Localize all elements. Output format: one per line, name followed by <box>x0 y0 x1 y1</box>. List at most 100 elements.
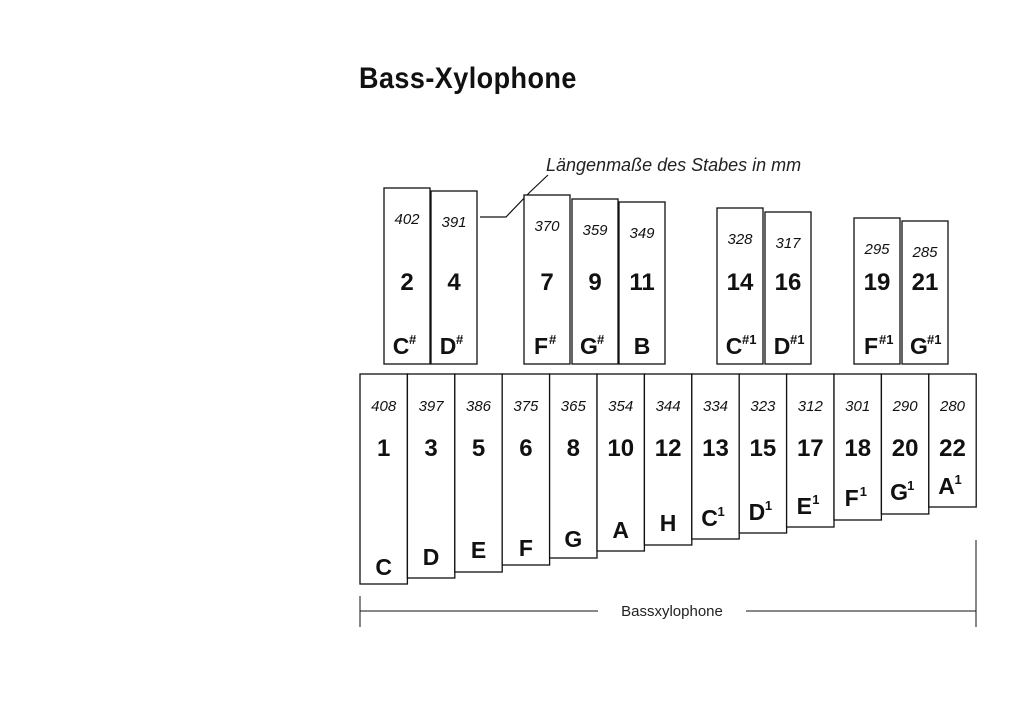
bar-accidental: 1 <box>765 498 772 513</box>
bar-number: 1 <box>377 435 390 462</box>
bar-length: 402 <box>394 211 420 228</box>
bar-accidental: # <box>549 332 557 347</box>
bar-note: C <box>726 333 743 359</box>
bar-number: 18 <box>844 435 871 462</box>
bar-length: 285 <box>911 244 938 261</box>
bar-14: 328 14C#1 <box>716 207 764 365</box>
bar-number: 11 <box>629 269 654 296</box>
bar-note: G <box>890 479 908 505</box>
bar-note: D <box>774 333 791 359</box>
bar-5: 386 5E <box>454 373 503 573</box>
bar-length: 290 <box>892 398 919 415</box>
bar-length: 365 <box>561 398 587 415</box>
bar-rect <box>618 201 666 365</box>
bar-length: 344 <box>656 398 681 415</box>
bar-number: 7 <box>540 269 553 296</box>
bar-note: C <box>393 333 410 359</box>
bar-rect <box>880 373 930 515</box>
bar-note: D <box>423 544 440 570</box>
bar-rect <box>833 373 883 521</box>
bar-length: 312 <box>798 398 824 415</box>
sharp-bars-row: 4022C#3914D#3707F#3599G#34911B32814C#131… <box>383 187 949 365</box>
bar-note: A <box>938 473 955 499</box>
bar-note: B <box>634 333 651 359</box>
bar-number: 3 <box>424 435 437 462</box>
bar-length: 359 <box>582 222 608 239</box>
bar-number: 20 <box>892 435 919 462</box>
bar-length: 370 <box>534 218 560 235</box>
bar-number: 4 <box>447 269 461 296</box>
bar-accidental: #1 <box>742 332 756 347</box>
bar-4: 391 4D# <box>430 190 478 365</box>
bar-number: 5 <box>472 435 485 462</box>
bar-note: F <box>534 333 548 359</box>
bar-rect <box>853 217 901 365</box>
bar-11: 349 11B <box>618 201 666 365</box>
bar-note: C <box>701 505 718 531</box>
bar-accidental: 1 <box>860 484 867 499</box>
bar-number: 12 <box>655 435 682 462</box>
bar-length: 317 <box>775 235 801 252</box>
bar-number: 6 <box>519 435 532 462</box>
bar-note: D <box>749 499 766 525</box>
bar-note: G <box>564 526 582 552</box>
bar-length: 391 <box>441 214 466 231</box>
bar-note: E <box>471 537 486 563</box>
bar-length: 280 <box>939 398 966 415</box>
bar-number: 16 <box>775 269 802 296</box>
bar-7: 370 7F# <box>523 194 571 365</box>
bar-number: 9 <box>588 269 601 296</box>
bar-number: 17 <box>797 435 824 462</box>
bar-rect <box>501 373 551 566</box>
bar-length: 354 <box>608 398 633 415</box>
bar-accidental: #1 <box>927 332 941 347</box>
bar-length: 323 <box>750 398 776 415</box>
dimension-label: Bassxylophone <box>621 603 723 620</box>
bar-number: 10 <box>607 435 634 462</box>
bar-rect <box>406 373 456 579</box>
bar-accidental: # <box>409 332 417 347</box>
annotation-leader-line <box>480 174 549 218</box>
bar-note: A <box>612 517 629 543</box>
bar-note: C <box>375 554 392 580</box>
bar-rect <box>764 211 812 365</box>
bar-note: D <box>440 333 457 359</box>
bar-10: 354 10A <box>596 373 646 552</box>
bar-accidental: 1 <box>812 492 819 507</box>
bar-length: 301 <box>845 398 870 415</box>
bar-accidental: 1 <box>955 472 962 487</box>
page-title: Bass-Xylophone <box>359 62 577 95</box>
bar-number: 14 <box>727 269 754 296</box>
bar-length: 349 <box>629 225 655 242</box>
bar-number: 22 <box>939 435 966 462</box>
bar-length: 386 <box>466 398 492 415</box>
bar-length: 408 <box>371 398 397 415</box>
bar-accidental: # <box>456 332 464 347</box>
bar-rect <box>454 373 503 573</box>
bar-note: G <box>910 333 928 359</box>
bar-rect <box>738 373 788 534</box>
dimension-line: Bassxylophone <box>359 540 977 627</box>
bar-rect <box>383 187 431 365</box>
bar-rect <box>430 190 478 365</box>
bar-rect <box>359 373 409 585</box>
length-annotation: Längenmaße des Stabes in mm <box>546 155 801 175</box>
bar-number: 15 <box>750 435 777 462</box>
bar-accidental: 1 <box>718 504 725 519</box>
bar-length: 328 <box>727 231 753 248</box>
natural-bars-row: 4081C3973D3865E3756F3658G35410A34412H334… <box>359 373 977 585</box>
bar-note: G <box>580 333 598 359</box>
bar-note: F <box>519 535 533 561</box>
